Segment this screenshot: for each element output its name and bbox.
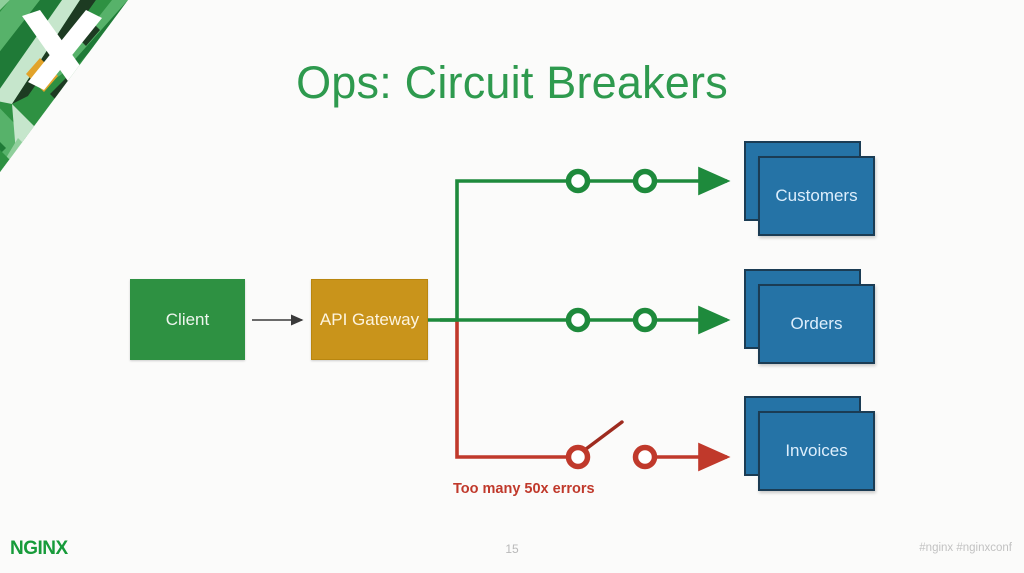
node-client-label: Client — [165, 309, 210, 329]
page-title: Ops: Circuit Breakers — [296, 57, 728, 108]
breaker-node-customers-2 — [632, 168, 658, 194]
service-stack-front[interactable]: Orders — [758, 284, 875, 364]
error-annotation: Too many 50x errors — [453, 481, 595, 497]
node-api-gateway-label: API Gateway — [319, 309, 420, 329]
breaker-node-orders-1 — [565, 307, 591, 333]
branch-invoices — [565, 420, 731, 472]
node-service-orders[interactable]: Orders — [744, 269, 879, 367]
node-client[interactable]: Client — [130, 279, 245, 360]
breaker-node-orders-2 — [632, 307, 658, 333]
node-service-customers-label: Customers — [775, 186, 858, 205]
node-service-orders-label: Orders — [790, 314, 843, 333]
nginx-x-mosaic-icon — [0, 0, 130, 175]
footer-hashtags: #nginx #nginxconf — [919, 542, 1012, 554]
node-api-gateway[interactable]: API Gateway — [311, 279, 428, 360]
branch-orders — [440, 305, 731, 335]
branch-trunk-red — [455, 320, 566, 459]
breaker-node-customers-1 — [565, 168, 591, 194]
breaker-node-invoices-1 — [565, 444, 591, 470]
node-service-invoices-label: Invoices — [785, 441, 848, 460]
slide-footer: NGINX 15 #nginx #nginxconf — [0, 533, 1024, 573]
nginx-logo: NGINX — [10, 538, 68, 559]
node-service-customers[interactable]: Customers — [744, 141, 879, 239]
breaker-node-invoices-2 — [632, 444, 658, 470]
page-number: 15 — [505, 542, 519, 556]
service-stack-front[interactable]: Customers — [758, 156, 875, 236]
branch-trunk-green — [428, 179, 568, 322]
service-stack-front[interactable]: Invoices — [758, 411, 875, 491]
branch-customers — [565, 166, 731, 196]
node-service-invoices[interactable]: Invoices — [744, 396, 879, 494]
